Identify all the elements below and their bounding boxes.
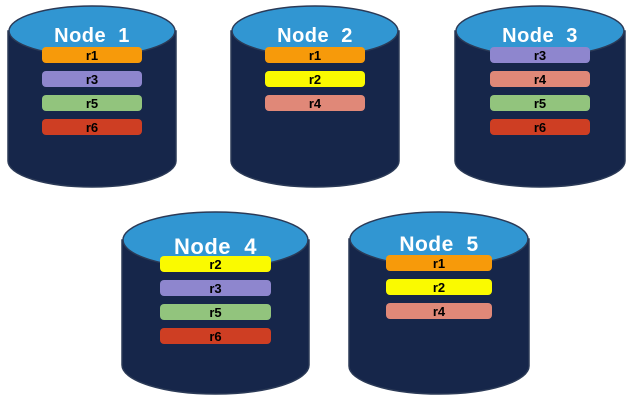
- replica-bar[interactable]: r1: [42, 47, 142, 63]
- replica-bar[interactable]: r3: [160, 280, 271, 296]
- replica-bar[interactable]: r4: [490, 71, 590, 87]
- replica-bar[interactable]: r4: [265, 95, 365, 111]
- replica-bar[interactable]: r5: [42, 95, 142, 111]
- replica-row-list: r1 r3 r5 r6: [8, 47, 176, 135]
- replica-bar[interactable]: r5: [160, 304, 271, 320]
- replica-bar[interactable]: r3: [42, 71, 142, 87]
- replica-bar[interactable]: r2: [386, 279, 492, 295]
- replica-row-list: r2 r3 r5 r6: [122, 256, 309, 344]
- replica-bar[interactable]: r2: [265, 71, 365, 87]
- replica-bar[interactable]: r1: [386, 255, 492, 271]
- replica-bar[interactable]: r1: [265, 47, 365, 63]
- replica-bar[interactable]: r4: [386, 303, 492, 319]
- replica-row-list: r3 r4 r5 r6: [455, 47, 625, 135]
- replica-bar[interactable]: r2: [160, 256, 271, 272]
- replica-row-list: r1 r2 r4: [349, 255, 529, 319]
- replica-bar[interactable]: r5: [490, 95, 590, 111]
- replica-bar[interactable]: r6: [160, 328, 271, 344]
- replica-row-list: r1 r2 r4: [231, 47, 399, 111]
- replica-bar[interactable]: r3: [490, 47, 590, 63]
- replica-bar[interactable]: r6: [42, 119, 142, 135]
- replica-bar[interactable]: r6: [490, 119, 590, 135]
